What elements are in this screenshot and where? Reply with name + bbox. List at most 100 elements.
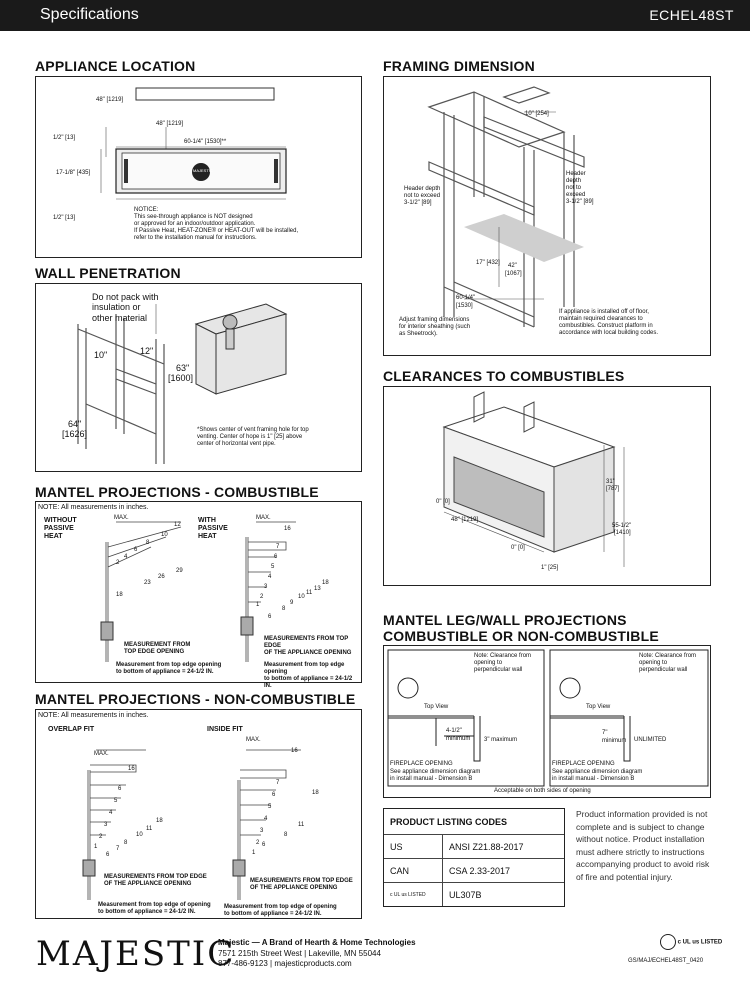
both-sides-note: Acceptable on both sides of opening [494, 788, 591, 794]
dim-48-left: 48" [1219] [96, 97, 124, 103]
mn-l-2: 2 [99, 834, 103, 840]
mc-r-4: 4 [268, 574, 272, 580]
mc-l-2: 2 [116, 560, 120, 566]
codes-row-us: US ANSI Z21.88-2017 [384, 834, 564, 858]
mc-l-18: 18 [116, 592, 123, 598]
top-view-left: Top View [424, 704, 449, 710]
mc-r-13: 13 [314, 586, 321, 592]
dim-7-min: minimum [602, 738, 627, 744]
overlap-fit-label: OVERLAP FIT [48, 726, 95, 733]
mc-r-3: 3 [264, 584, 268, 590]
dim-7: 7" [602, 730, 608, 736]
mn-l-6b: 6 [106, 852, 110, 858]
clear-31: 31" [606, 479, 615, 485]
clearances-title: CLEARANCES TO COMBUSTIBLES [383, 368, 625, 384]
mc-r-6b: 6 [268, 614, 272, 620]
mn-l-10: 10 [136, 832, 143, 838]
codes-header: PRODUCT LISTING CODES [390, 816, 508, 827]
product-listing-codes-table: PRODUCT LISTING CODES US ANSI Z21.88-201… [383, 808, 565, 907]
ul-listed-mark-footer: c UL us LISTED [660, 934, 722, 950]
dim-unlimited: UNLIMITED [634, 737, 667, 743]
framing-dim-10: 10" [254] [525, 111, 549, 117]
codes-standard: CSA 2.33-2017 [449, 865, 511, 876]
logo-badge: MAJESTIC [193, 168, 213, 173]
appliance-location-title: APPLIANCE LOCATION [35, 58, 196, 74]
ul-listed-mark: c UL us LISTED [384, 883, 443, 906]
mc-r-10: 10 [298, 594, 305, 600]
dim-63-mm: [1600] [168, 373, 194, 383]
mn-l-4: 4 [109, 810, 113, 816]
dim-48-center: 48" [1219] [156, 121, 184, 127]
max-label-overlap: MAX. [94, 751, 109, 757]
codes-standard: UL307B [449, 889, 482, 900]
clear-55-mm: [1410] [614, 530, 631, 536]
codes-country: CAN [384, 859, 443, 882]
mn-l-16: 16 [128, 766, 135, 772]
top-view-right: Top View [586, 704, 611, 710]
clear-55: 55-1/2" [612, 523, 632, 529]
footer-contact: 877-486-9123 | majesticproducts.com [218, 959, 352, 968]
mc-r-16: 16 [284, 526, 291, 532]
clear-0-bottom: 0" [0] [511, 545, 525, 551]
mn-l-11: 11 [146, 826, 153, 832]
mn-r-2: 2 [256, 840, 260, 846]
mc-l-6: 6 [134, 547, 138, 553]
ul-circle-icon [660, 934, 676, 950]
mn-r-5: 5 [268, 804, 272, 810]
codes-row-ul: c UL us LISTED UL307B [384, 882, 564, 906]
vent-note: *Shows center of vent framing hole for t… [197, 427, 309, 447]
majestic-logo: MAJESTIC [36, 934, 236, 974]
mn-r-6: 6 [272, 792, 276, 798]
dim-63: 63" [176, 363, 190, 373]
clear-1: 1" [25] [541, 565, 559, 571]
dim-64: 64" [68, 419, 82, 429]
mc-l-29: 29 [176, 568, 183, 574]
mn-r-18: 18 [312, 790, 319, 796]
mn-l-1: 1 [94, 844, 98, 850]
framing-note-right: If appliance is installed off of floor,m… [559, 309, 659, 336]
mc-r-18: 18 [322, 580, 329, 586]
dim-half-top: 1/2" [13] [53, 135, 76, 141]
mc-l-10: 10 [161, 532, 168, 538]
mc-r-8: 8 [282, 606, 286, 612]
max-label-left: MAX. [114, 515, 129, 521]
dim-width: 60-1/4" [1530]** [184, 139, 227, 145]
mc-l-8: 8 [146, 540, 150, 546]
mc-l-4: 4 [124, 554, 128, 560]
mc-r-6: 6 [274, 554, 278, 560]
mn-r-1: 1 [252, 850, 256, 856]
dim-4-5-min: minimum [446, 736, 471, 742]
footer-address: 7571 215th Street West | Lakeville, MN 5… [218, 948, 381, 958]
mn-l-6: 6 [118, 786, 122, 792]
mc-l-26: 26 [158, 574, 165, 580]
mn-l-5: 5 [114, 798, 118, 804]
clear-31-mm: [787] [606, 486, 620, 492]
mantel-combustible-title: MANTEL PROJECTIONS - COMBUSTIBLE [35, 484, 319, 500]
page-title: Specifications [40, 6, 139, 23]
mc-r-1: 1 [256, 602, 260, 608]
framing-dimension-diagram: 10" [254] 17" [432] 42" [1067] 60-1/4" [… [383, 76, 711, 356]
model-number: ECHEL48ST [649, 7, 734, 23]
mn-l-18: 18 [156, 818, 163, 824]
mantel-comb-note: NOTE: All measurements in inches. [38, 504, 149, 511]
mn-r-11: 11 [298, 822, 305, 828]
dim-half-bottom: 1/2" [13] [53, 215, 76, 221]
codes-country: US [384, 835, 443, 858]
codes-standard: ANSI Z21.88-2017 [449, 841, 524, 852]
mantel-noncombustible-diagram: NOTE: All measurements in inches. OVERLA… [35, 709, 362, 919]
framing-dim-42: 42" [508, 263, 517, 269]
